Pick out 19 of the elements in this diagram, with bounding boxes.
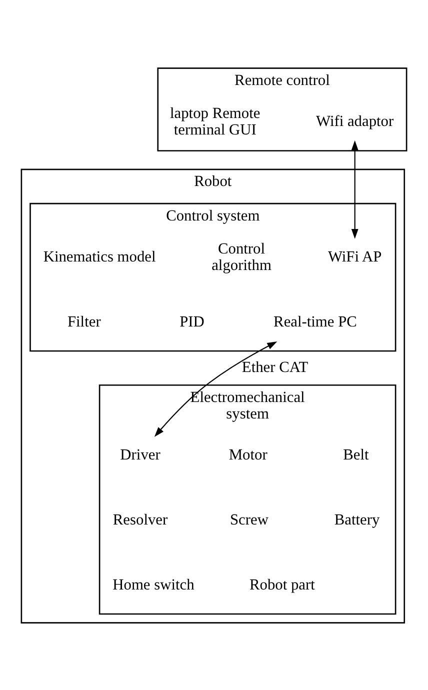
node-text: Control algorithm [212,240,272,274]
node-text: Motor [228,446,268,464]
node-text: Filter [67,312,101,330]
node-text: PID [180,312,204,330]
arrow [154,341,278,436]
node-text: Belt [343,446,369,464]
node-text: Screw [230,511,268,528]
node-text: WiFi AP [328,248,382,266]
node-text: Battery [334,511,380,528]
arrow [351,140,358,238]
node-text: Resolver [112,511,168,528]
node-text: Driver [120,446,160,464]
edge-label: Ether CAT [242,358,308,376]
node-text: Wifi adaptor [316,112,394,130]
node-text: laptop Remote terminal GUI [170,104,260,138]
node-text: Kinematics model [43,248,156,266]
node-text: Home switch [112,576,194,593]
node-text: Real-time PC [274,312,357,330]
node-text: Robot part [250,576,315,593]
